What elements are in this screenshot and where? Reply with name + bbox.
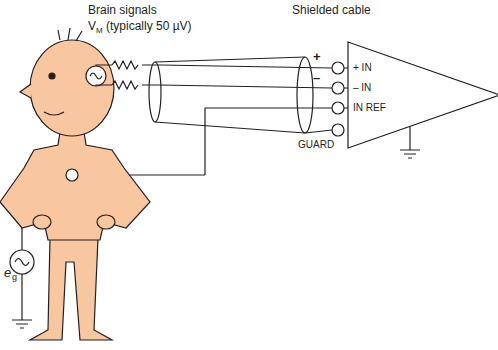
input-terminal: [332, 124, 344, 136]
resistor-symbol: [112, 81, 138, 89]
input-terminal: [332, 102, 344, 114]
input-terminal: [332, 62, 344, 74]
pin-name: GUARD: [298, 140, 334, 150]
signal-name: V: [88, 20, 96, 32]
amplifier-triangle: [348, 42, 498, 148]
pin-name: – IN: [353, 83, 371, 93]
signal-source: [86, 66, 106, 86]
noise-source: [10, 250, 34, 274]
pin-name: + IN: [353, 63, 372, 73]
pin-name: IN REF: [353, 103, 386, 113]
electrode: [66, 169, 78, 181]
signal-note: (typically 50 µV): [106, 20, 192, 32]
ground-symbol: [12, 274, 32, 328]
ground-symbol: [400, 126, 420, 158]
subscript: M: [96, 27, 103, 35]
caption-text: Brain signals: [88, 4, 157, 16]
cable-shield: [155, 57, 305, 133]
polarity-mark: –: [313, 71, 320, 84]
input-terminal: [332, 82, 344, 94]
guard-wire: [305, 130, 332, 133]
signal-wire: [142, 65, 332, 68]
resistor-symbol: [112, 61, 138, 69]
person-figure: [0, 28, 150, 340]
signal-name: e: [4, 266, 11, 279]
signal-wire: [142, 85, 332, 88]
polarity-mark: +: [313, 50, 321, 63]
subscript: g: [12, 273, 17, 282]
caption-text: Shielded cable: [292, 4, 371, 16]
